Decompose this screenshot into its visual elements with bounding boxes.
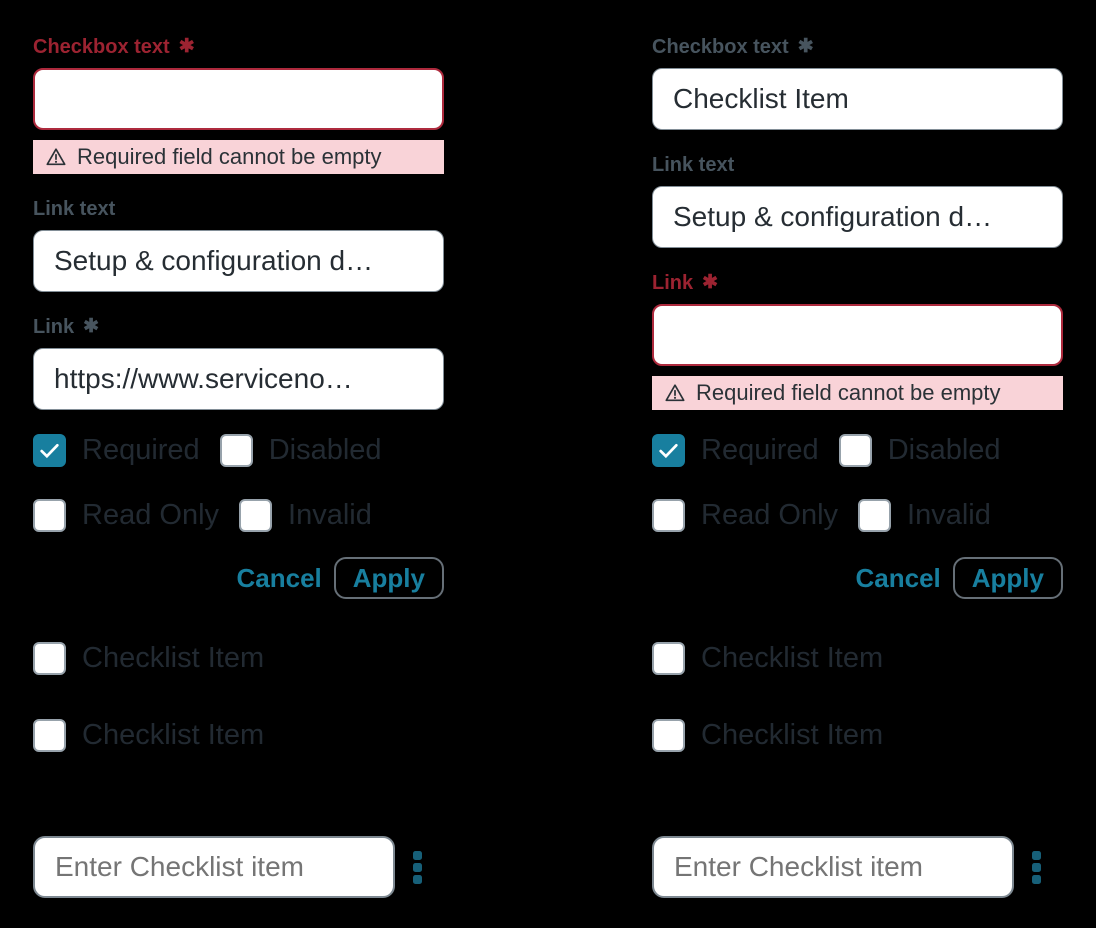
checkbox-text-input[interactable] xyxy=(33,68,444,130)
kebab-dot-icon xyxy=(413,862,422,872)
kebab-dot-icon xyxy=(1032,862,1041,872)
required-error-message: Required field cannot be empty xyxy=(652,376,1063,410)
read-only-option: Read Only xyxy=(652,499,838,532)
error-text: Required field cannot be empty xyxy=(696,380,1001,405)
invalid-option-label: Invalid xyxy=(907,499,991,531)
apply-button[interactable]: Apply xyxy=(333,557,444,599)
link-text-field: Link text xyxy=(33,198,444,292)
read-only-checkbox[interactable] xyxy=(33,499,66,532)
editor-actions: Cancel Apply xyxy=(33,557,444,599)
cancel-button[interactable]: Cancel xyxy=(236,562,322,593)
checklist-item-checkbox[interactable] xyxy=(652,719,685,752)
required-option-label: Required xyxy=(701,434,819,466)
checklist-item-checkbox[interactable] xyxy=(33,642,66,675)
checklist-item: Checklist Item xyxy=(33,642,444,675)
checklist-item-editor-right: Checkbox text ✱ Link text Link ✱ Require… xyxy=(652,0,1063,898)
new-checklist-item-input[interactable] xyxy=(652,836,1014,898)
kebab-menu-button[interactable] xyxy=(413,850,422,884)
kebab-menu-button[interactable] xyxy=(1032,850,1041,884)
link-field: Link ✱ Required field cannot be empty xyxy=(652,272,1063,410)
checklist-item-checkbox[interactable] xyxy=(652,642,685,675)
link-label: Link ✱ xyxy=(652,272,1063,294)
warning-icon xyxy=(665,384,685,402)
error-text: Required field cannot be empty xyxy=(77,144,382,169)
required-asterisk-icon: ✱ xyxy=(797,36,814,57)
checkbox-text-field: Checkbox text ✱ xyxy=(652,36,1063,130)
checkbox-text-label: Checkbox text ✱ xyxy=(652,36,1063,58)
invalid-checkbox[interactable] xyxy=(239,499,273,532)
checklist-item-editor-left: Checkbox text ✱ Required field cannot be… xyxy=(33,0,444,898)
checklist-item-label: Checklist Item xyxy=(82,719,265,751)
disabled-checkbox[interactable] xyxy=(838,434,872,467)
link-input[interactable] xyxy=(33,348,444,410)
kebab-dot-icon xyxy=(413,874,422,884)
checkmark-icon xyxy=(40,443,59,459)
field-label-text: Checkbox text xyxy=(33,36,170,58)
link-text-input[interactable] xyxy=(33,230,444,292)
checkbox-text-field: Checkbox text ✱ Required field cannot be… xyxy=(33,36,444,174)
read-only-option-label: Read Only xyxy=(701,499,839,531)
option-row-2: Read Only Invalid xyxy=(33,499,444,532)
link-field: Link ✱ xyxy=(33,316,444,410)
required-error-message: Required field cannot be empty xyxy=(33,140,444,174)
disabled-option: Disabled xyxy=(838,434,1001,467)
read-only-option-label: Read Only xyxy=(82,499,220,531)
apply-button[interactable]: Apply xyxy=(952,557,1063,599)
read-only-option: Read Only xyxy=(33,499,219,532)
link-text-label: Link text xyxy=(652,154,1063,176)
required-option: Required xyxy=(33,434,200,467)
required-asterisk-icon: ✱ xyxy=(178,36,195,57)
editor-actions: Cancel Apply xyxy=(652,557,1063,599)
disabled-option-label: Disabled xyxy=(887,434,1001,466)
checklist-item: Checklist Item xyxy=(652,642,1063,675)
kebab-dot-icon xyxy=(413,850,422,860)
option-row-2: Read Only Invalid xyxy=(652,499,1063,532)
kebab-dot-icon xyxy=(1032,874,1041,884)
link-text-field: Link text xyxy=(652,154,1063,248)
link-text-input[interactable] xyxy=(652,186,1063,248)
required-checkbox[interactable] xyxy=(652,434,685,467)
link-input[interactable] xyxy=(652,304,1063,366)
disabled-option: Disabled xyxy=(219,434,382,467)
link-text-label: Link text xyxy=(33,198,444,220)
invalid-option: Invalid xyxy=(239,499,372,532)
invalid-option: Invalid xyxy=(858,499,991,532)
field-label-text: Link xyxy=(33,316,75,338)
checklist-item-label: Checklist Item xyxy=(701,719,884,751)
cancel-button[interactable]: Cancel xyxy=(855,562,941,593)
required-option: Required xyxy=(652,434,819,467)
required-asterisk-icon: ✱ xyxy=(83,316,100,337)
option-row-1: Required Disabled xyxy=(33,434,444,467)
add-checklist-item-row xyxy=(33,836,444,898)
new-checklist-item-input[interactable] xyxy=(33,836,395,898)
read-only-checkbox[interactable] xyxy=(652,499,685,532)
add-checklist-item-row xyxy=(652,836,1063,898)
invalid-option-label: Invalid xyxy=(288,499,372,531)
field-label-text: Link xyxy=(652,272,694,294)
required-option-label: Required xyxy=(82,434,200,466)
link-label: Link ✱ xyxy=(33,316,444,338)
checkmark-icon xyxy=(659,443,678,459)
disabled-checkbox[interactable] xyxy=(219,434,253,467)
kebab-dot-icon xyxy=(1032,850,1041,860)
invalid-checkbox[interactable] xyxy=(858,499,892,532)
warning-icon xyxy=(46,148,66,166)
checklist-item: Checklist Item xyxy=(652,719,1063,752)
checklist-item: Checklist Item xyxy=(33,719,444,752)
disabled-option-label: Disabled xyxy=(268,434,382,466)
checkbox-text-label: Checkbox text ✱ xyxy=(33,36,444,58)
field-label-text: Link text xyxy=(652,154,735,176)
option-row-1: Required Disabled xyxy=(652,434,1063,467)
checklist-item-checkbox[interactable] xyxy=(33,719,66,752)
checklist-item-label: Checklist Item xyxy=(701,642,884,674)
field-label-text: Link text xyxy=(33,198,116,220)
field-label-text: Checkbox text xyxy=(652,36,789,58)
required-checkbox[interactable] xyxy=(33,434,66,467)
checklist-item-label: Checklist Item xyxy=(82,642,265,674)
required-asterisk-icon: ✱ xyxy=(702,272,719,293)
checkbox-text-input[interactable] xyxy=(652,68,1063,130)
